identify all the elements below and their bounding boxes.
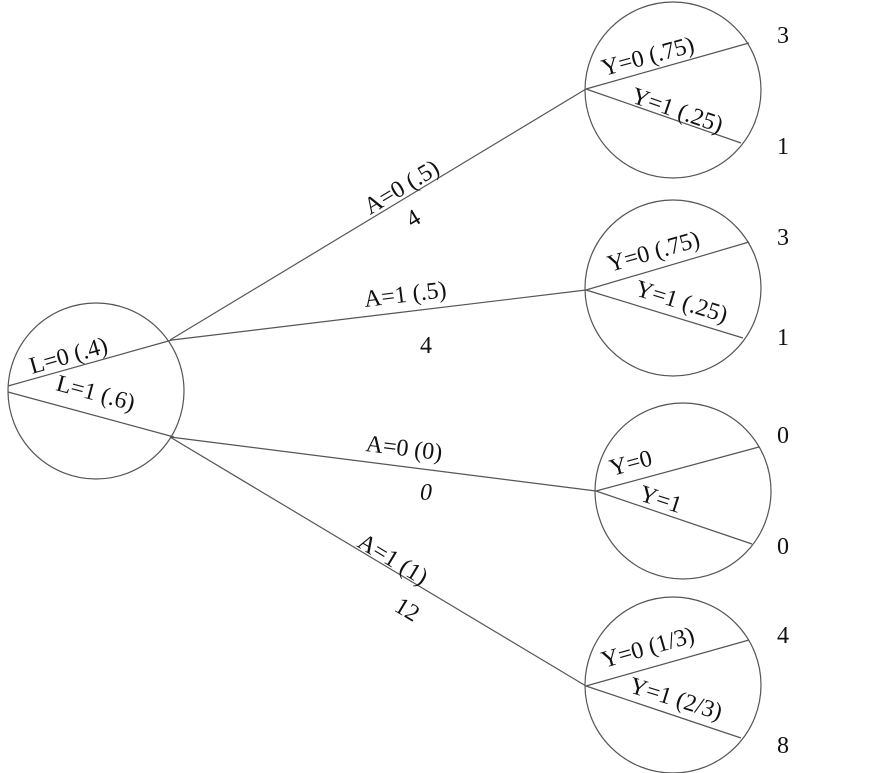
branch-label-a1-upper: A=1 (.5) [363,277,448,313]
leaf-divider-2-lower [585,289,744,339]
branch-label-a1-lower: A=1 (1) [353,529,432,591]
leaf-node-4: Y=0 (1/3) Y=1 (2/3) 4 8 [584,596,789,773]
leaf-3-label-y1: Y=1 [636,481,685,519]
branch-value-a0-upper: 4 [402,205,426,233]
leaf-node-3: Y=0 Y=1 0 0 [594,402,789,580]
leaf-4-outcome-y1: 8 [777,733,789,759]
leaf-divider-2-upper [585,241,750,291]
root-divider-upper [7,339,173,387]
leaf-2-outcome-y0: 3 [777,225,789,251]
leaf-node-2: Y=0 (.75) Y=1 (.25) 3 1 [584,199,789,377]
root-label-l1: L=1 (.6) [53,371,137,417]
leaf-divider-1-upper [585,42,750,90]
branch-edge-a1-upper [171,289,587,341]
leaf-4-label-y1: Y=1 (2/3) [626,673,725,726]
leaf-1-outcome-y0: 3 [777,23,789,49]
leaf-divider-3-lower [595,490,753,545]
leaf-1-label-y0: Y=0 (.75) [599,32,697,82]
branch-value-a0-lower: 0 [420,480,432,506]
leaf-circle-2 [584,199,762,377]
leaf-3-label-y0: Y=0 [607,446,655,482]
leaf-4-label-y0: Y=0 (1/3) [598,622,697,673]
leaf-3-outcome-y1: 0 [777,534,789,560]
root-node: L=0 (.4) L=1 (.6) [7,302,185,480]
leaf-1-label-y1: Y=1 (.25) [628,83,726,138]
leaf-circle-4 [584,596,762,773]
leaf-node-1: Y=0 (.75) Y=1 (.25) 3 1 [584,1,789,179]
leaf-1-outcome-y1: 1 [777,134,789,160]
leaf-circle-1 [584,1,762,179]
leaf-4-outcome-y0: 4 [777,623,789,649]
leaf-divider-4-upper [585,639,750,687]
leaf-3-outcome-y0: 0 [777,423,789,449]
branch-value-a1-upper: 4 [420,333,432,359]
root-circle [7,302,185,480]
branch-edge-a0-upper [169,88,587,341]
leaf-divider-3-upper [595,446,760,492]
leaf-circle-3 [594,402,772,580]
leaf-2-label-y1: Y=1 (.25) [632,276,730,329]
branch-value-a1-lower: 12 [390,593,424,628]
branch-edge-a1-lower [169,436,587,687]
leaf-divider-4-lower [585,685,742,739]
branch-edge-a0-lower [169,436,597,492]
branch-label-a0-lower: A=0 (0) [364,431,443,466]
leaf-divider-1-lower [585,88,742,144]
leaf-2-outcome-y1: 1 [777,325,789,351]
root-divider-lower [7,391,175,438]
